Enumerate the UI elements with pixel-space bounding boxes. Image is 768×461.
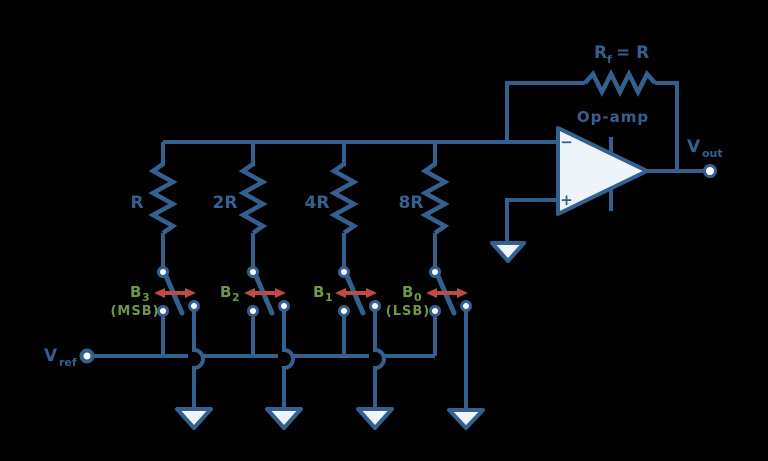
switch-b3-arrowhead-left (154, 288, 165, 298)
ground-icon (265, 407, 303, 430)
resistor-4R (329, 162, 359, 235)
switch-b0: B 0 (LSB) (386, 266, 472, 319)
bit-switches: B 3 (MSB) B 2 B 1 (110, 266, 472, 319)
switch-b3-arrowhead-right (185, 288, 196, 298)
switch-b0-label-sub: 0 (414, 291, 422, 304)
switch-b2-arrowhead-right (275, 288, 286, 298)
vref-label: V (44, 346, 58, 366)
switch-b3-contact-gnd (188, 300, 200, 312)
switch-b1-arrowhead-right (366, 288, 377, 298)
switch-b3: B 3 (MSB) (110, 266, 200, 319)
feedback-resistor-label-sub: f (607, 53, 612, 66)
switch-b2-arrowhead-left (244, 288, 255, 298)
labels: R f = R V out V ref (44, 43, 723, 369)
switch-b1-contact-gnd (369, 300, 381, 312)
ground-icon (447, 408, 485, 430)
switch-b0-contact-gnd (460, 300, 472, 312)
wire-ground3-hop (373, 311, 386, 409)
resistor-label-4: 8R (399, 193, 424, 213)
switch-b1-label-sub: 1 (325, 291, 333, 304)
switch-b1-label: B (313, 283, 325, 301)
switch-b2-label-sub: 2 (232, 291, 240, 304)
resistor-label-1: R (130, 193, 143, 213)
wires (93, 81, 705, 410)
opamp-triangle (556, 126, 649, 216)
opamp-label: Op-amp (577, 108, 649, 126)
opamp: − + Op-amp (556, 108, 649, 216)
switch-b1: B 1 (313, 266, 381, 317)
switch-b3-contact-vref (157, 305, 169, 317)
switch-b0-arrowhead-left (426, 288, 437, 298)
switch-b0-label: B (402, 283, 414, 301)
switch-b0-note: (LSB) (386, 304, 430, 319)
switch-b2: B 2 (220, 266, 290, 317)
switch-b2-contact-vref (247, 305, 259, 317)
ground-icon (490, 241, 526, 263)
vref-terminal (79, 348, 95, 364)
opamp-inverting-input-minus: − (560, 133, 574, 151)
vref-label-sub: ref (59, 356, 77, 369)
switch-b1-contact-vref (338, 305, 350, 317)
wire-ground2-hop (282, 311, 295, 409)
resistors: R 2R 4R 8R (130, 68, 657, 235)
wire-feedback-loop (505, 81, 679, 171)
vout-label: V (687, 137, 701, 157)
switch-b0-pole (429, 266, 441, 278)
ground-icon (356, 407, 394, 430)
resistor-label-3: 4R (305, 193, 330, 213)
switch-b3-note: (MSB) (110, 304, 159, 319)
vout-terminal (703, 164, 717, 178)
ground-symbols (175, 241, 526, 430)
feedback-resistor-equation: = R (616, 43, 649, 63)
vout-label-sub: out (702, 147, 723, 160)
switch-b0-arrowhead-right (457, 288, 468, 298)
switch-b2-contact-gnd (278, 300, 290, 312)
switch-b3-label-sub: 3 (142, 291, 150, 304)
resistor-label-2: 2R (213, 193, 238, 213)
ground-icon (175, 407, 213, 430)
switch-b2-label: B (220, 283, 232, 301)
switch-b2-pole (247, 266, 259, 278)
opamp-noninverting-input-plus: + (560, 191, 574, 209)
resistor-2R (238, 162, 268, 235)
switch-b0-contact-vref (429, 305, 441, 317)
feedback-resistor-label: R (594, 43, 607, 63)
switch-b1-pole (338, 266, 350, 278)
switch-b1-arrowhead-left (335, 288, 346, 298)
switch-b3-label: B (130, 283, 142, 301)
wire-noninverting-to-ground (505, 198, 558, 243)
resistor-feedback (583, 68, 657, 98)
resistor-R (148, 162, 178, 235)
wire-ground1-hop (192, 311, 205, 409)
switch-b3-pole (157, 266, 169, 278)
resistor-8R (420, 162, 450, 235)
